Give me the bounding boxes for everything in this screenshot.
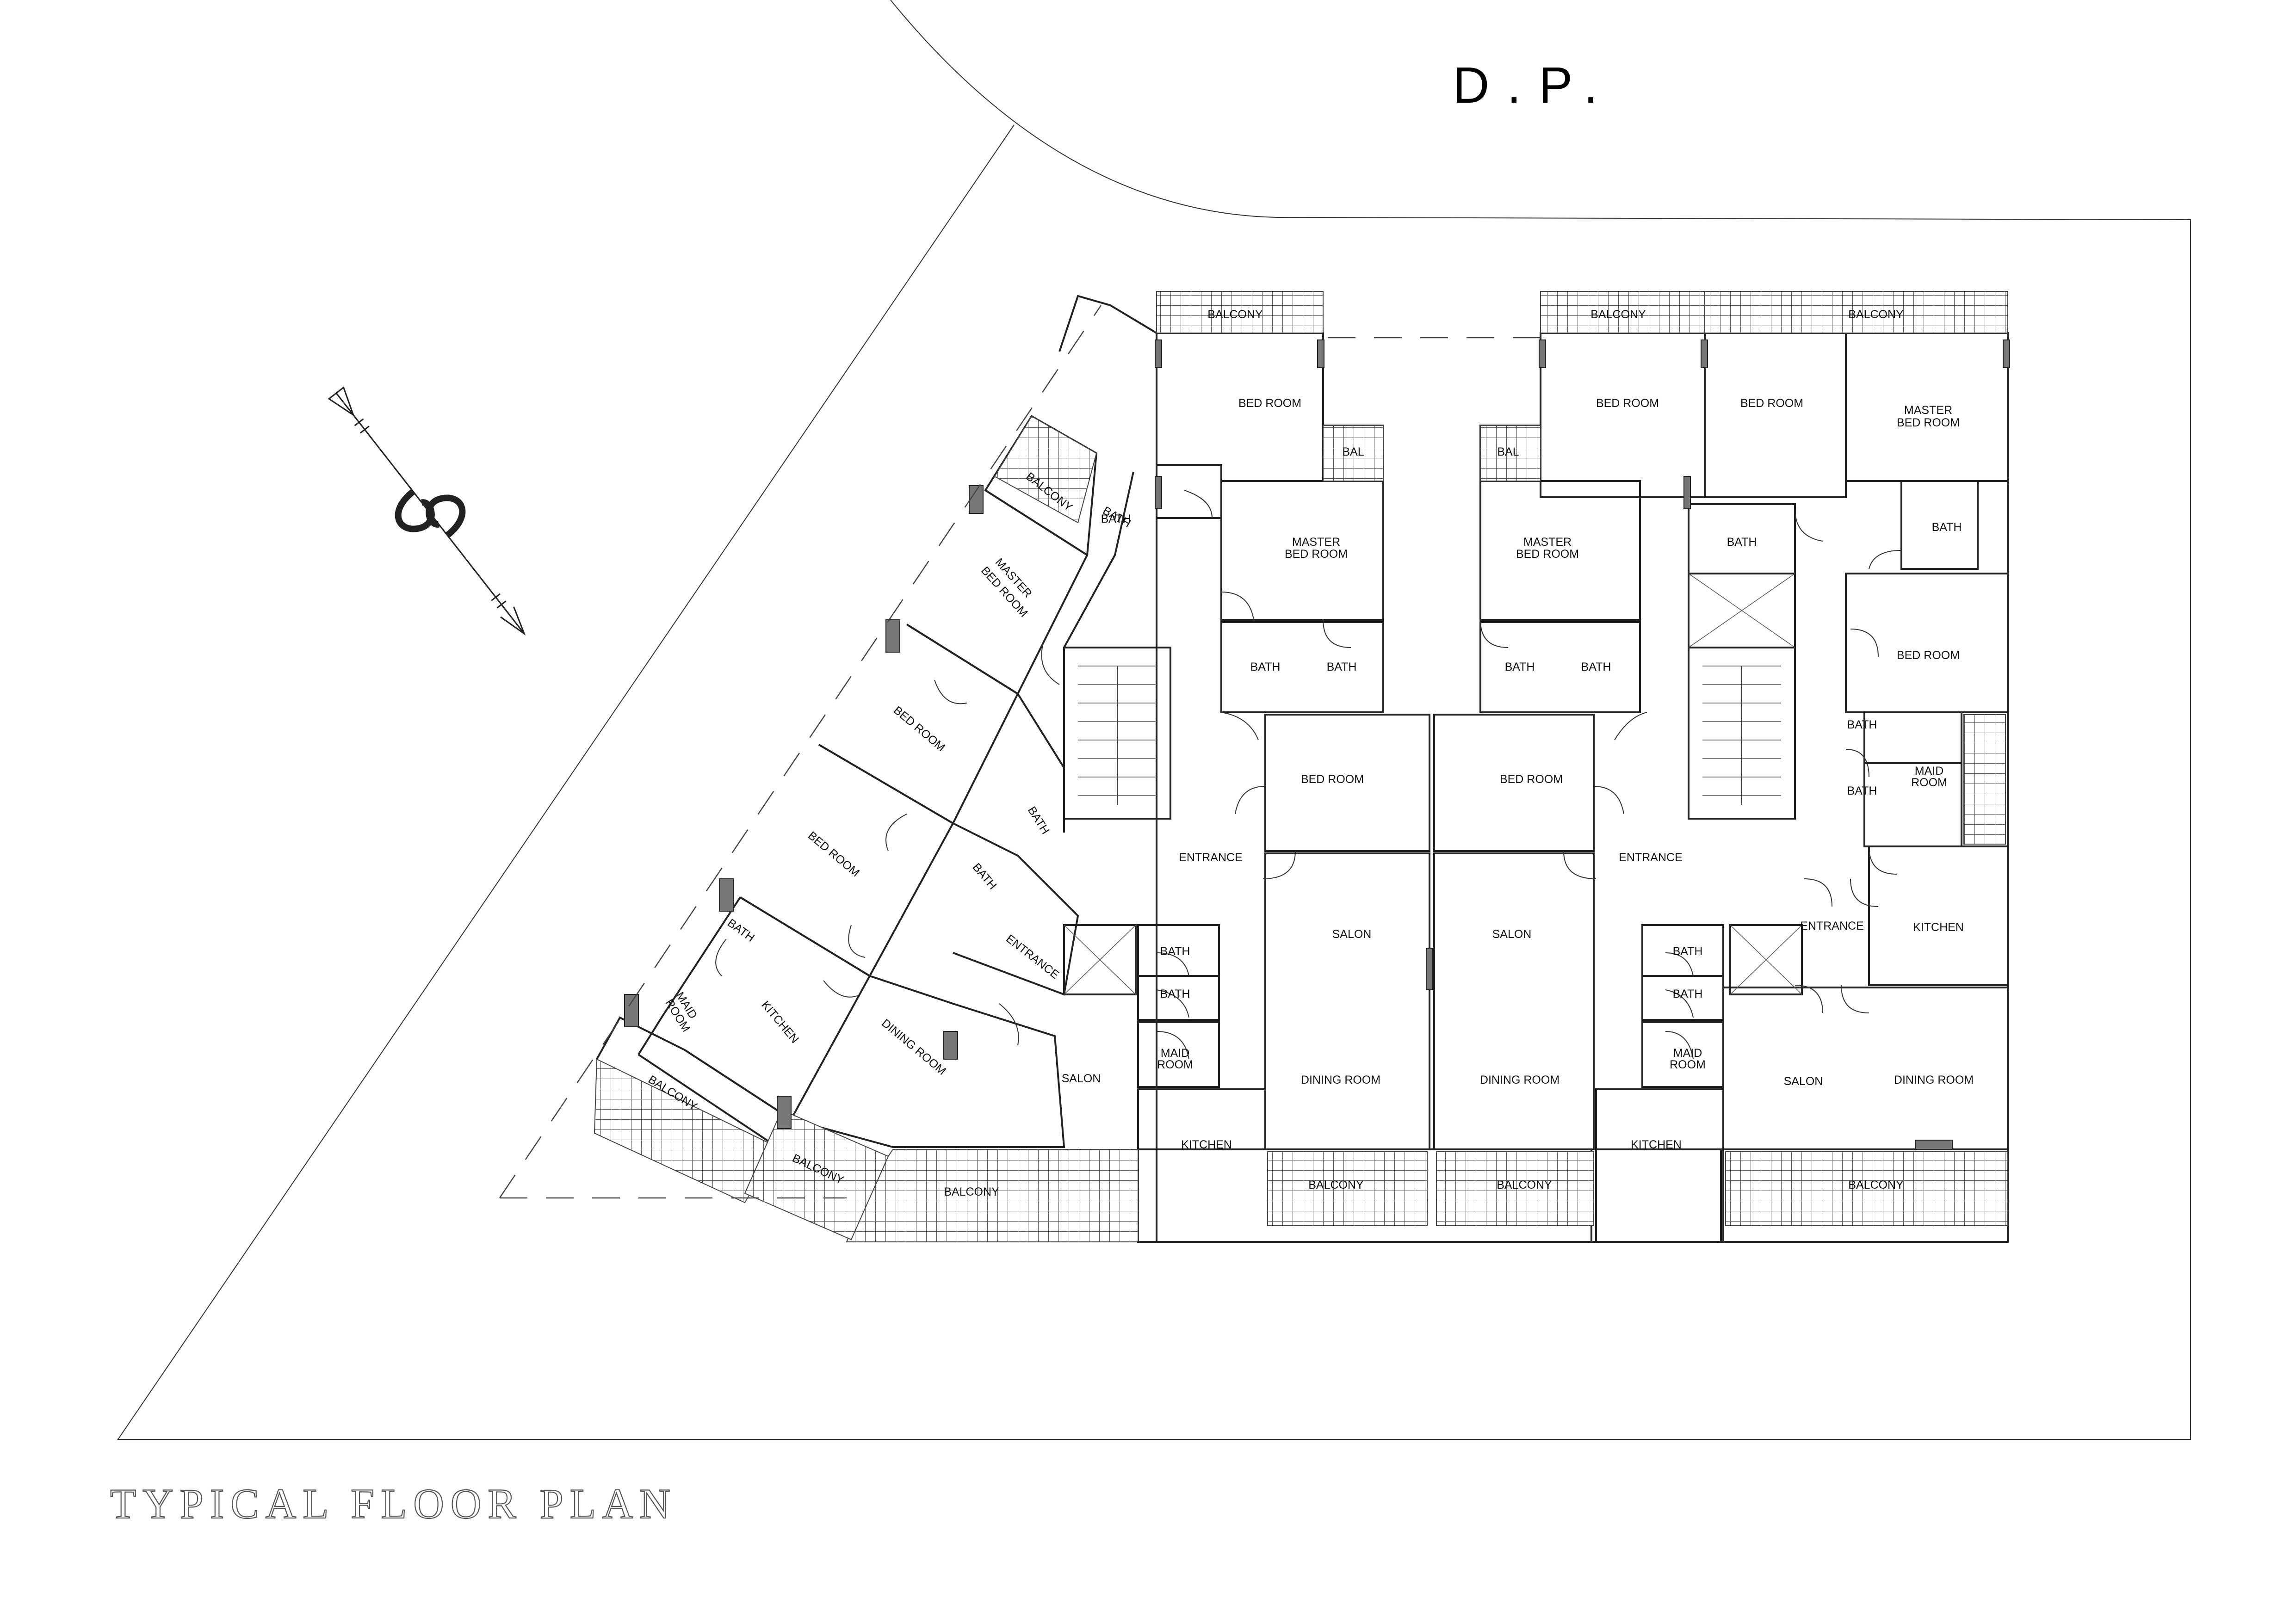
- label-maid-cr-l1: MAID: [1673, 1047, 1702, 1060]
- label-bal-right: BAL: [1497, 445, 1519, 458]
- site-boundary: [117, 0, 2191, 1440]
- label-balcony-top-left: BALCONY: [1207, 308, 1263, 321]
- doors: [715, 490, 1902, 1060]
- label-bed-room-lw2: BED ROOM: [805, 829, 862, 879]
- label-bed-room-2: BED ROOM: [1596, 397, 1659, 410]
- label-master-c2-l2: BED ROOM: [1516, 548, 1579, 561]
- label-master-c1-l1: MASTER: [1292, 536, 1340, 549]
- label-bath-lw1: BATH: [1101, 504, 1133, 531]
- label-kitchen-r: KITCHEN: [1913, 921, 1964, 934]
- label-maid-r-l1: MAID: [1915, 765, 1944, 778]
- label-dining-c1: DINING ROOM: [1301, 1074, 1380, 1086]
- label-balcony-b1: BALCONY: [1308, 1179, 1364, 1191]
- label-kitchen-cr: KITCHEN: [1631, 1138, 1682, 1151]
- label-maid-cl-l1: MAID: [1161, 1047, 1190, 1060]
- label-master-c1-l2: BED ROOM: [1285, 548, 1348, 561]
- label-kitchen-lw: KITCHEN: [759, 999, 801, 1046]
- label-bed-room-3: BED ROOM: [1740, 397, 1803, 410]
- label-dining-lw: DINING ROOM: [879, 1017, 948, 1078]
- room-labels: BALCONY BALCONY BALCONY BED ROOM BED ROO…: [944, 308, 1974, 1198]
- label-balcony-b4: BALCONY: [944, 1185, 999, 1198]
- label-dining-c2: DINING ROOM: [1480, 1074, 1560, 1086]
- label-master-right-l1: MASTER: [1904, 404, 1952, 417]
- label-balcony-b2: BALCONY: [1497, 1179, 1552, 1191]
- label-bal-left: BAL: [1342, 445, 1364, 458]
- label-salon-c2: SALON: [1492, 928, 1532, 941]
- page-title: D.P.: [1453, 57, 1615, 114]
- label-bath-l-top: BATH: [1101, 512, 1131, 525]
- label-bath-cr2: BATH: [1673, 987, 1703, 1000]
- label-bed-room-lw1: BED ROOM: [891, 704, 947, 754]
- north-arrow-icon: [328, 386, 526, 636]
- label-bath-r4: BATH: [1847, 784, 1877, 797]
- label-bath-c4: BATH: [1581, 660, 1611, 673]
- label-bath-c2: BATH: [1327, 660, 1357, 673]
- label-bath-cl1: BATH: [1160, 945, 1190, 958]
- label-maid-r-l2: ROOM: [1911, 776, 1947, 789]
- label-entrance-c1: ENTRANCE: [1179, 851, 1243, 864]
- label-salon-r: SALON: [1784, 1075, 1823, 1088]
- label-bed-room-r: BED ROOM: [1897, 649, 1960, 662]
- label-bed-room-c1: BED ROOM: [1301, 773, 1364, 786]
- stair-core-left: [1063, 647, 1171, 995]
- stair-core-right: [1688, 573, 1802, 995]
- label-bath-cl2: BATH: [1160, 987, 1190, 1000]
- label-bath-r3: BATH: [1847, 718, 1877, 731]
- label-balcony-top-center: BALCONY: [1590, 308, 1646, 321]
- label-bath-c3: BATH: [1505, 660, 1535, 673]
- label-bath-c1: BATH: [1250, 660, 1281, 673]
- label-master-c2-l1: MASTER: [1523, 536, 1572, 549]
- drawing-title: TYPICAL FLOOR PLAN: [110, 1480, 677, 1527]
- label-master-right-l2: BED ROOM: [1897, 416, 1960, 429]
- label-balcony-b3: BALCONY: [1848, 1179, 1904, 1191]
- label-salon-c1: SALON: [1332, 928, 1372, 941]
- label-balcony-top-right: BALCONY: [1848, 308, 1904, 321]
- label-bath-lw4: BATH: [725, 916, 757, 944]
- label-maid-cr-l2: ROOM: [1670, 1058, 1706, 1071]
- dashed-lines: [499, 305, 1541, 1199]
- label-bath-r1: BATH: [1727, 536, 1757, 549]
- label-salon-l: SALON: [1062, 1072, 1101, 1085]
- label-entrance-c2: ENTRANCE: [1619, 851, 1683, 864]
- label-bath-lw2: BATH: [1025, 804, 1052, 837]
- label-bath-lw3: BATH: [970, 861, 999, 892]
- label-maid-cl-l2: ROOM: [1157, 1058, 1193, 1071]
- left-wing-walls: [596, 295, 1157, 1148]
- label-bath-r2: BATH: [1932, 521, 1962, 534]
- label-dining-r: DINING ROOM: [1894, 1074, 1974, 1086]
- label-bed-room-1: BED ROOM: [1238, 397, 1301, 410]
- label-entrance-r: ENTRANCE: [1800, 919, 1864, 932]
- label-bath-cr1: BATH: [1673, 945, 1703, 958]
- label-kitchen-cl: KITCHEN: [1181, 1138, 1232, 1151]
- columns: [624, 339, 2010, 1150]
- balcony-tiles: [594, 291, 2008, 1242]
- label-bed-room-c2: BED ROOM: [1500, 773, 1563, 786]
